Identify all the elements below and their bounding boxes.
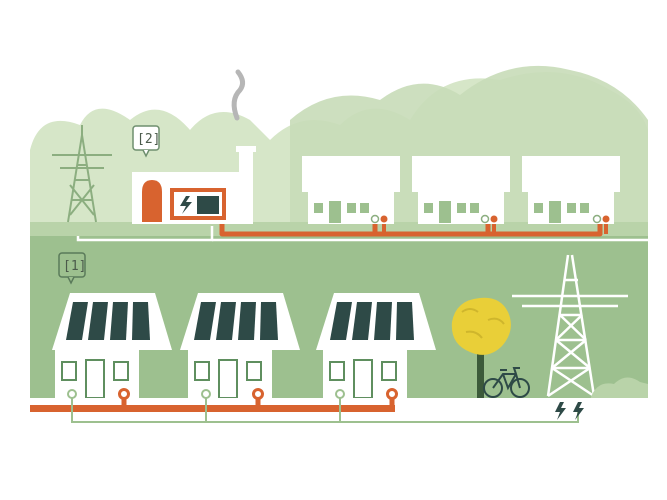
background-houses (302, 156, 620, 224)
callout-label: [2] (137, 132, 160, 147)
pylon-left (52, 125, 112, 223)
callout-heat-plant: [2] (132, 125, 160, 158)
solar-house-1 (52, 293, 172, 399)
solar-houses (52, 293, 436, 399)
bicycle (483, 367, 530, 398)
lightning-bolt-icon (180, 196, 192, 214)
tree (451, 297, 511, 398)
solar-panel (330, 302, 414, 340)
callout-label: [1] (63, 259, 86, 274)
bg-house-2 (412, 156, 510, 224)
solar-panel (66, 302, 150, 340)
power-plant (132, 69, 256, 224)
lightning-bolt-icon (573, 402, 584, 420)
callout-solar-homes: [1] (58, 252, 86, 285)
solar-house-3 (316, 293, 436, 399)
bg-network (76, 214, 648, 242)
grid-connection (555, 402, 584, 420)
lightning-bolt-icon (555, 402, 566, 420)
bush (590, 377, 648, 400)
fg-heat-pipe (30, 388, 398, 412)
bg-house-3 (522, 156, 620, 224)
bg-house-1 (302, 156, 400, 224)
solar-panel (194, 302, 278, 340)
pylon-right (512, 254, 628, 398)
